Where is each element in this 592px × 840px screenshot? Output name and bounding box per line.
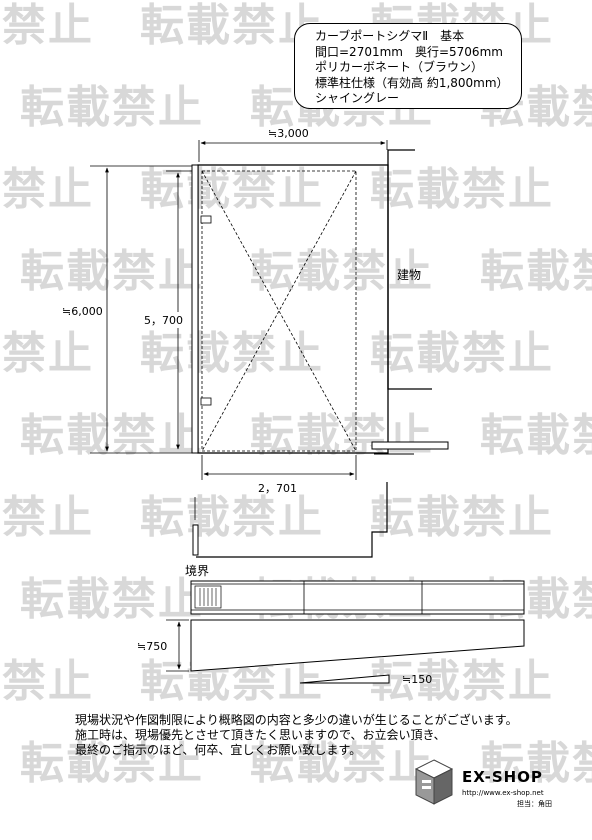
label-building: 建物 — [397, 268, 422, 282]
label-width-top: ≒3,000 — [268, 127, 309, 140]
label-slope: ≒150 — [402, 673, 433, 686]
logo-url: http://www.ex-shop.net — [462, 789, 544, 797]
spec-color: シャイングレー — [315, 91, 400, 105]
label-height: ≒750 — [137, 640, 168, 653]
spec-box: カーブポートシグマⅡ 基本 間口=2701mm 奥行=5706mm ポリカーボネ… — [294, 23, 522, 109]
spec-size: 間口=2701mm 奥行=5706mm — [315, 44, 503, 59]
dimension-width-bottom — [201, 455, 357, 480]
label-depth-outer: ≒6,000 — [62, 305, 103, 318]
dimension-depth-outer — [90, 165, 192, 454]
note-line-3: 最終のご指示のほど、何卒、宜しくお願い致します。 — [75, 743, 362, 757]
right-lower-structure — [196, 441, 449, 558]
logo-staff: 担当：角田 — [517, 800, 552, 808]
dimension-height — [166, 619, 189, 672]
label-width-bottom: 2，701 — [258, 482, 297, 495]
label-depth-inner: 5，700 — [144, 312, 183, 328]
note-line-2: 施工時は、現場優先とさせて頂きたく思いますので、お立会い頂き、 — [75, 728, 446, 742]
notes-block: 現場状況や作図制限により概略図の内容と多少の違いが生じることがございます。 施工… — [75, 713, 518, 758]
label-boundary: 境界 — [185, 564, 210, 578]
dimension-depth-inner — [166, 170, 192, 450]
note-line-1: 現場状況や作図制限により概略図の内容と多少の違いが生じることがございます。 — [75, 713, 518, 727]
building-outline — [387, 149, 432, 390]
carport-roof — [197, 164, 389, 454]
spec-product: カーブポートシグマⅡ 基本 — [315, 29, 465, 43]
logo-icon — [414, 759, 454, 805]
boundary-marker — [192, 497, 199, 556]
slope-indicator — [299, 674, 390, 684]
logo-brand: EX-SHOP — [462, 768, 543, 786]
post-beam — [191, 164, 212, 454]
spec-roof-material: ポリカーボネート（ブラウン） — [315, 60, 484, 74]
elevation-top-band — [190, 580, 525, 615]
dimension-width-top — [198, 140, 388, 162]
elevation-lower-band — [190, 619, 525, 672]
spec-post: 標準柱仕様（有効高 約1,800mm） — [315, 75, 509, 90]
